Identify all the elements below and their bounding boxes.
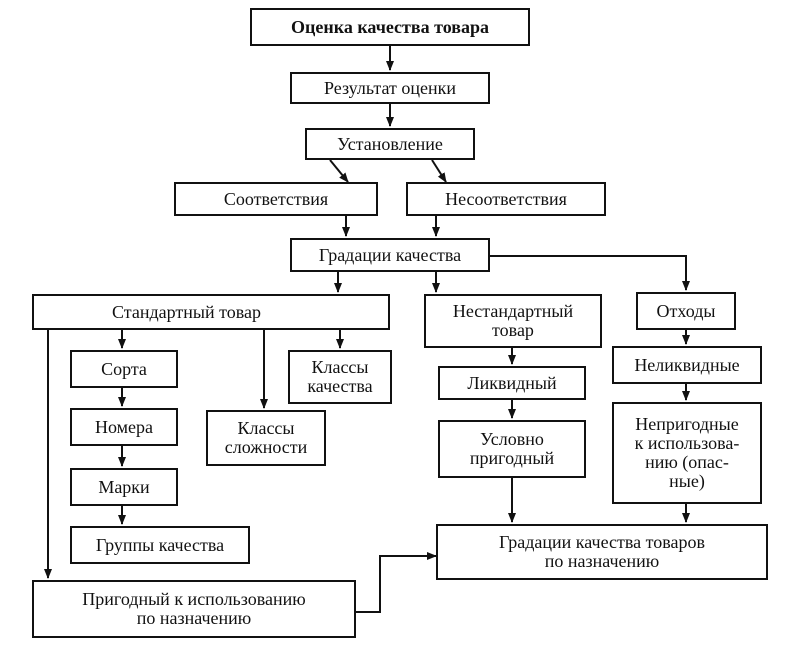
conditionally-fit-box: Условно пригодный <box>438 420 586 478</box>
quality-groups-box: Группы качества <box>70 526 250 564</box>
waste-box: Отходы <box>636 292 736 330</box>
diagram-title: Оценка качества товара <box>250 8 530 46</box>
arrow-grades-to-waste <box>490 255 690 291</box>
quality-grades-box: Градации качества <box>290 238 490 272</box>
illiquid-box: Неликвидные <box>612 346 762 384</box>
result-box: Результат оценки <box>290 72 490 104</box>
fit-for-purpose-box: Пригодный к использованию по назначению <box>32 580 356 638</box>
quality-classes-box: Классы качества <box>288 350 392 404</box>
arrow-fit-to-grades-purpose <box>356 552 437 613</box>
nonstandard-product-box: Нестандартный товар <box>424 294 602 348</box>
conformity-box: Соответствия <box>174 182 378 216</box>
complexity-classes-box: Классы сложности <box>206 410 326 466</box>
liquid-box: Ликвидный <box>438 366 586 400</box>
nonconformity-box: Несоответствия <box>406 182 606 216</box>
arrow-establishment-to-nonconformity <box>431 159 447 183</box>
brands-box: Марки <box>70 468 178 506</box>
arrow-establishment-to-conformity <box>329 159 349 183</box>
standard-product-box: Стандартный товар <box>32 294 390 330</box>
numbers-box: Номера <box>70 408 178 446</box>
grades-by-purpose-box: Градации качества товаров по назначению <box>436 524 768 580</box>
sorts-box: Сорта <box>70 350 178 388</box>
establishment-box: Установление <box>305 128 475 160</box>
unfit-box: Непригодные к использова- нию (опас- ные… <box>612 402 762 504</box>
